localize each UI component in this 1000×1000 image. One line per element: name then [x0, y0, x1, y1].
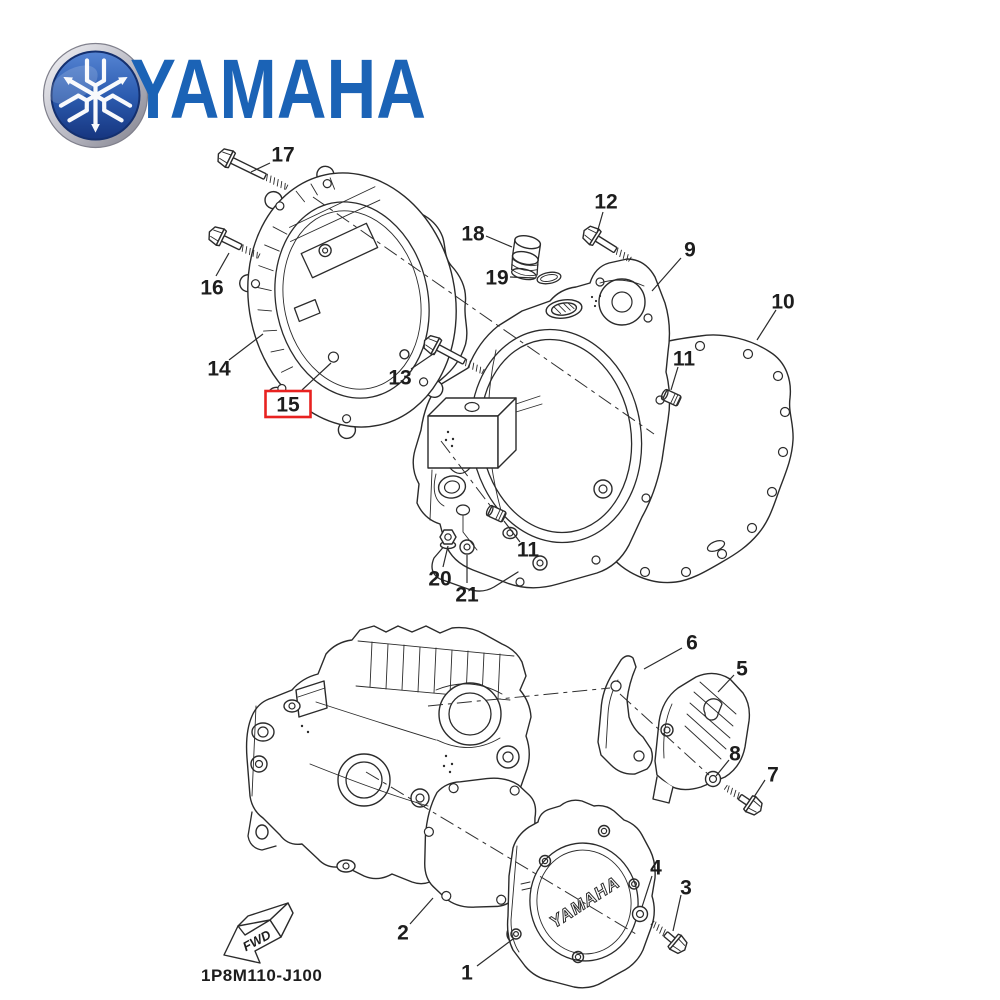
brand-wordmark: YAMAHA — [130, 42, 426, 136]
leader-line — [641, 875, 653, 908]
washer-part-4 — [631, 905, 649, 923]
leader-line — [476, 938, 514, 967]
callout-11: 11 — [517, 539, 540, 562]
assembly-axis-line — [312, 196, 655, 435]
callout-18: 18 — [461, 223, 485, 246]
callout-10: 10 — [771, 291, 794, 314]
callout-5: 5 — [736, 658, 748, 681]
callout-4: 4 — [650, 857, 662, 880]
leader-line — [503, 520, 521, 543]
lower-diagram: YAMAHA — [201, 625, 763, 989]
assembly-axis-line — [427, 687, 611, 707]
callout-3: 3 — [680, 877, 692, 900]
gasket-part-2 — [423, 777, 537, 908]
leader-line — [596, 211, 604, 234]
assembly-axis-line — [619, 693, 710, 776]
callout-20: 20 — [428, 568, 451, 591]
callout-12: 12 — [594, 191, 617, 214]
screw-part-3 — [650, 920, 688, 955]
callout-8: 8 — [729, 743, 741, 766]
magneto-cover-part-1: YAMAHA — [506, 799, 656, 989]
callout-17: 17 — [271, 144, 294, 167]
bolt-part-16 — [208, 226, 261, 259]
finned-cover-part-5 — [652, 672, 751, 804]
leader-line — [509, 276, 536, 279]
leader-line — [643, 647, 683, 670]
leader-line — [670, 366, 679, 391]
upper-diagram — [208, 148, 794, 592]
bolt-part-17 — [217, 148, 289, 190]
oil-plug-part-18 — [510, 235, 542, 281]
callout-11: 11 — [673, 348, 696, 371]
leader-line — [409, 897, 434, 925]
bolt-part-13 — [423, 334, 485, 374]
leader-line — [753, 779, 766, 798]
callout-9: 9 — [684, 239, 696, 262]
dowel-pin-part-11-lower — [485, 504, 507, 523]
callout-13: 13 — [388, 367, 411, 390]
callout-1: 1 — [461, 962, 473, 985]
leader-line — [715, 759, 730, 777]
screw-part-7 — [723, 784, 763, 816]
callout-16: 16 — [200, 277, 223, 300]
bracket-part-6 — [597, 655, 654, 775]
callout-6: 6 — [686, 632, 698, 655]
crankcase-cover-part-9 — [412, 258, 671, 592]
highlight-box — [264, 389, 312, 419]
fwd-arrow: FWD — [223, 902, 294, 964]
yamaha-tuning-forks-icon — [42, 42, 149, 149]
bolt-part-12 — [582, 225, 632, 262]
callout-2: 2 — [397, 922, 409, 945]
assembly-axis-line — [365, 771, 637, 935]
bracket-boss — [427, 395, 543, 475]
yamaha-logo: YAMAHA — [42, 42, 426, 149]
washer-part-21 — [459, 539, 475, 555]
leader-line — [651, 257, 682, 292]
leader-line — [410, 351, 437, 370]
leader-line — [442, 545, 449, 568]
diagram-code: 1P8M110-J100 — [201, 966, 322, 985]
leader-line — [756, 309, 777, 341]
leader-line — [672, 894, 682, 932]
callout-19: 19 — [485, 267, 508, 290]
leader-line — [228, 333, 264, 361]
oring-part-19 — [536, 271, 562, 285]
nut-part-20 — [439, 529, 457, 550]
leader-line — [485, 235, 513, 248]
assembly-axis-line — [440, 440, 493, 509]
oil-filler-neck — [545, 299, 583, 319]
callout-21: 21 — [455, 584, 479, 607]
dowel-pin-part-11-upper — [660, 388, 682, 407]
leader-line — [215, 252, 230, 277]
leader-line — [301, 362, 332, 391]
callout-15: 15 — [276, 394, 300, 417]
callout-14: 14 — [207, 358, 231, 381]
callout-7: 7 — [767, 764, 779, 787]
leader-line — [717, 674, 735, 693]
leader-line — [250, 162, 271, 173]
